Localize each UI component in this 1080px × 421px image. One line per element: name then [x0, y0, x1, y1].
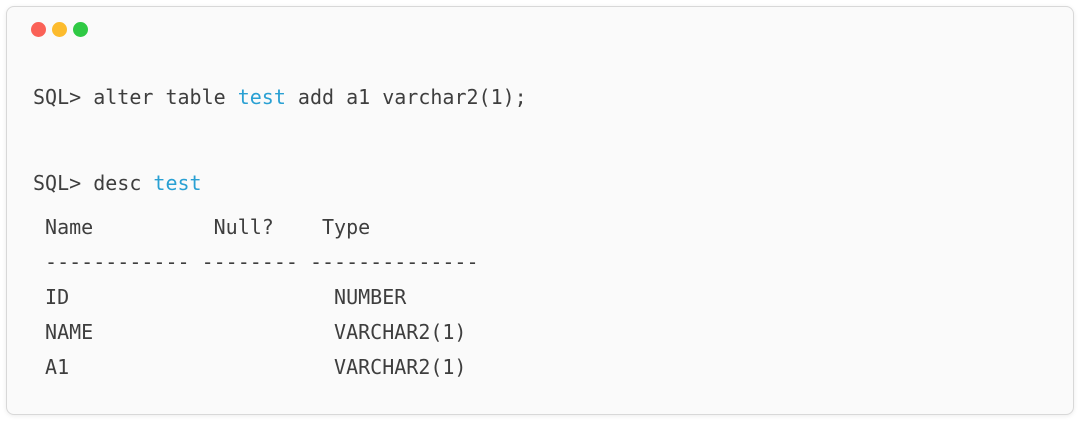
maximize-button[interactable]: [73, 22, 88, 37]
command-text: add a1 varchar2(1);: [285, 85, 527, 109]
close-button[interactable]: [31, 22, 46, 37]
desc-row-a1: A1 VARCHAR2(1): [33, 355, 467, 379]
desc-output-table: Name Null? Type ------------ -------- --…: [33, 210, 1073, 385]
desc-header-row: Name Null? Type: [33, 215, 371, 239]
desc-row-id: ID NUMBER: [33, 285, 407, 309]
table-name-keyword: test: [237, 85, 286, 109]
desc-row-name: NAME VARCHAR2(1): [33, 320, 467, 344]
sql-command-desc: SQL> desc test: [33, 171, 1073, 195]
terminal-window: SQL> alter table test add a1 varchar2(1)…: [6, 6, 1074, 415]
desc-separator-row: ------------ -------- --------------: [33, 250, 479, 274]
minimize-button[interactable]: [52, 22, 67, 37]
table-name-keyword: test: [153, 171, 202, 195]
command-text: SQL> desc: [33, 171, 154, 195]
command-text: SQL> alter table: [33, 85, 238, 109]
sql-command-alter-table: SQL> alter table test add a1 varchar2(1)…: [33, 85, 1073, 109]
window-titlebar: [7, 7, 1073, 37]
